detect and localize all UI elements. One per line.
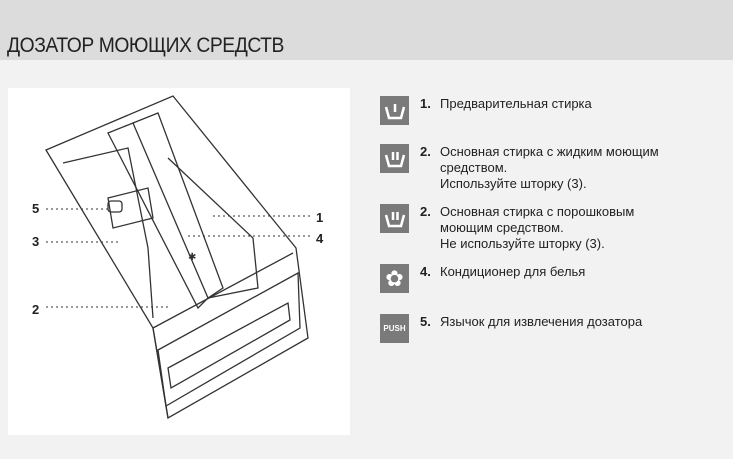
header-band bbox=[0, 0, 733, 60]
callout-3: 3 bbox=[32, 234, 40, 249]
push-icon: PUSH bbox=[380, 314, 409, 343]
legend-text: моющим средством. bbox=[440, 220, 564, 235]
page-title: ДОЗАТОР МОЮЩИХ СРЕДСТВ bbox=[7, 34, 284, 57]
legend-item-push-tab: PUSH 5. Язычок для извлечения дозатора bbox=[380, 314, 642, 343]
legend-number: 2. bbox=[420, 144, 431, 159]
legend-item-softener: ✿ 4. Кондиционер для белья bbox=[380, 264, 585, 293]
legend-text: Кондиционер для белья bbox=[440, 264, 586, 279]
callout-5: 5 bbox=[32, 201, 40, 216]
main-wash-icon bbox=[380, 144, 409, 173]
main-wash-icon bbox=[380, 204, 409, 233]
legend-text: Основная стирка с жидким моющим bbox=[440, 144, 659, 159]
legend-text: Не используйте шторку (3). bbox=[440, 236, 605, 251]
legend-text: средством. bbox=[440, 160, 508, 175]
callout-4: 4 bbox=[316, 231, 324, 246]
legend-text: Используйте шторку (3). bbox=[440, 176, 587, 191]
legend-number: 1. bbox=[420, 96, 431, 111]
flower-softener-icon: ✿ bbox=[380, 264, 409, 293]
prewash-icon bbox=[380, 96, 409, 125]
legend-item-prewash: 1. Предварительная стирка bbox=[380, 96, 592, 125]
legend-text: Основная стирка с порошковым bbox=[440, 204, 635, 219]
legend-text: Язычок для извлечения дозатора bbox=[440, 314, 643, 329]
legend-number: 4. bbox=[420, 264, 431, 279]
legend-number: 5. bbox=[420, 314, 431, 329]
dispenser-illustration: ✱ 5 3 2 1 4 bbox=[8, 88, 350, 435]
flower-mark-icon: ✱ bbox=[188, 252, 196, 263]
callout-2: 2 bbox=[32, 302, 40, 317]
legend-number: 2. bbox=[420, 204, 431, 219]
legend-text: Предварительная стирка bbox=[440, 96, 592, 111]
callout-1: 1 bbox=[316, 210, 324, 225]
dispenser-drawing: ✱ bbox=[45, 95, 310, 420]
